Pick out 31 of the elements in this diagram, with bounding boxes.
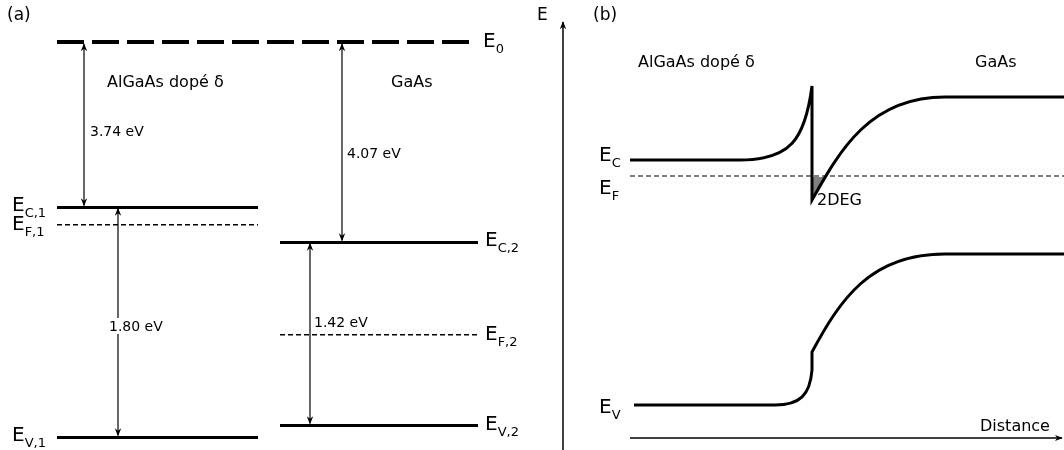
edge-label: 3.74 eV [88, 123, 146, 139]
double-arrow [114, 207, 122, 437]
panel-label: (a) [7, 6, 31, 23]
axis-label: E [537, 6, 548, 23]
axis-label: Distance [980, 418, 1050, 434]
edge-label: 4.07 eV [345, 145, 403, 161]
energy-level-line [57, 224, 258, 226]
edge-label: 1.80 eV [107, 318, 165, 334]
material-label: AlGaAs dopé δ [107, 74, 224, 90]
material-label: AlGaAs dopé δ [638, 54, 755, 70]
band-symbol: E$_{C}$ [599, 144, 621, 169]
band-symbol: E$_{V}$ [599, 396, 621, 421]
double-arrow [306, 242, 314, 425]
energy-level-symbol: E$_{C,2}$ [485, 229, 520, 254]
double-arrow [80, 43, 88, 207]
2deg-label: 2DEG [817, 192, 862, 208]
edge-label: 1.42 eV [312, 314, 370, 330]
energy-level-symbol: E$_{F,2}$ [485, 323, 518, 348]
material-label: GaAs [975, 54, 1017, 70]
panel-label: (b) [593, 6, 618, 23]
energy-level-line [280, 423, 478, 427]
energy-level-symbol: E$_{0}$ [483, 30, 504, 55]
energy-level-symbol: E$_{V,1}$ [12, 424, 46, 449]
energy-level-line [280, 240, 478, 244]
energy-level-line [57, 435, 258, 439]
band-symbol: E$_{F}$ [599, 177, 620, 202]
energy-level-line [57, 205, 258, 209]
energy-level-line [280, 334, 478, 336]
material-label: GaAs [391, 74, 433, 90]
energy-level-symbol: E$_{V,2}$ [485, 413, 519, 438]
double-arrow [338, 43, 346, 242]
